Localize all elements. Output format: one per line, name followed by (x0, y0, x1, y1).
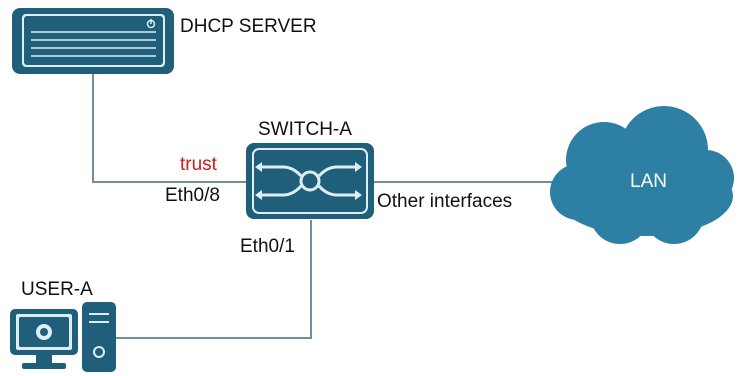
eth01-label: Eth0/1 (240, 236, 295, 257)
eth08-label: Eth0/8 (165, 185, 220, 206)
workstation-icon (10, 302, 116, 372)
link-switch-to-user (114, 220, 312, 339)
cloud-icon (550, 106, 734, 244)
trust-label: trust (180, 154, 217, 175)
switch-icon (246, 143, 374, 219)
lan-label: LAN (630, 171, 667, 192)
links (92, 72, 558, 339)
other-interfaces-label: Other interfaces (377, 191, 513, 212)
user-a-label: USER-A (21, 279, 93, 300)
server-icon (12, 8, 174, 74)
switch-label: SWITCH-A (258, 119, 352, 140)
dhcp-server-label: DHCP SERVER (180, 16, 317, 37)
link-server-to-switch (92, 72, 247, 183)
